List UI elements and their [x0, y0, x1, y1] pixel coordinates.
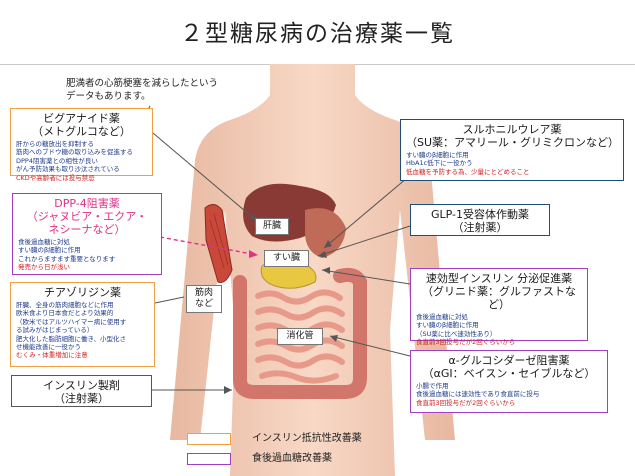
biguanide-box: ビグアナイド薬 （メトグルコなど） 肝からの糖放出を抑制する 筋肉へのブドウ糖の…: [10, 108, 153, 182]
legend-swatch-orange: [187, 433, 231, 445]
glinide-line: 食後過血糖に対処: [416, 313, 468, 321]
legend-label-postprandial: 食後過血糖改善薬: [252, 453, 332, 464]
thiazolidine-line: 肝臓、全身の筋肉細胞などに作用: [16, 301, 114, 309]
sulfonylurea-line: すい臓のβ細胞に作用: [406, 151, 469, 159]
thiazolidine-line: 欧米食より日本食だとより効果的: [16, 309, 114, 318]
note-text: 肥満者の心筋梗塞を減らしたという データもあります。: [66, 77, 218, 103]
stomach-shape: [305, 208, 346, 258]
agi-box: α-グルコシダーゼ阻害薬 （αGI：ベイスン・セイブルなど） 小腸で作用 食後過…: [410, 350, 608, 413]
dpp4-title-2: （ジャヌビア・エクア・: [26, 210, 148, 223]
thiazolidine-line: せ機能改善に一役かう: [16, 343, 81, 352]
agi-title-1: α-グルコシダーゼ阻害薬: [448, 354, 570, 367]
organ-label-muscle-line-1: 筋肉: [194, 288, 213, 298]
biguanide-title-1: ビグアナイド薬: [43, 112, 120, 125]
page-title: ２型糖尿病の治療薬一覧: [180, 21, 455, 47]
dpp4-box: DPP-4阻害薬 （ジャヌビア・エクア・ ネシーナなど） 食後過血糖に対処 すい…: [12, 193, 162, 275]
glp1-title-1: GLP-1受容体作動薬: [430, 208, 529, 221]
glp1-box: GLP-1受容体作動薬 （注射薬）: [410, 204, 550, 236]
biguanide-line: CKDや高齢者には投与禁忌: [16, 173, 95, 182]
thiazolidine-box: チアゾリジン薬 肝臓、全身の筋肉細胞などに作用 欧米食より日本食だとより効果的 …: [10, 282, 155, 367]
dpp4-title-3: ネシーナなど）: [48, 223, 126, 236]
insulin-title-1: インスリン製剤: [43, 379, 120, 392]
insulin-title-2: （注射薬）: [54, 392, 109, 405]
organ-label-muscle-line-2: など: [194, 299, 213, 309]
agi-line: 小腸で作用: [416, 382, 449, 390]
dpp4-line: 発売から日が浅い: [18, 263, 70, 272]
glp1-title-2: （注射薬）: [452, 221, 508, 234]
dpp4-line: すい臓のβ細胞に作用: [18, 246, 81, 255]
note-line-2: データもあります。: [66, 91, 151, 102]
legend-swatch-purple: [187, 453, 231, 465]
sulfonylurea-line: 低血糖を予防する為、少量にとどめること: [406, 167, 530, 176]
glinide-line: すい臓のβ細胞に作用: [416, 321, 479, 330]
arm-muscle: [204, 204, 233, 283]
glinide-box: 速効型インスリン 分泌促進薬 （グリニド薬：グルファストなど） 食後過血糖に対処…: [410, 268, 588, 346]
agi-title-2: （αGI：ベイスン・セイブルなど）: [422, 367, 596, 380]
glinide-title-1: 速効型インスリン 分泌促進薬: [425, 272, 573, 285]
thiazolidine-line: むくみ・体重増加に注意: [16, 351, 88, 360]
organ-label-muscle: 筋肉 など: [186, 285, 222, 313]
biguanide-line: 筋肉へのブドウ糖の取り込みを促進する: [16, 148, 133, 157]
insulin-box: インスリン製剤 （注射薬）: [11, 375, 152, 407]
agi-line: 食直前3回投与だが2回ぐらいから: [416, 398, 516, 407]
dpp4-line: 食後過血糖に対処: [18, 238, 70, 246]
organ-label-intestine: 消化管: [277, 328, 323, 345]
glinide-title-2: （グリニド薬：グルファストなど）: [422, 285, 576, 311]
biguanide-title-2: （メトグルコなど）: [32, 125, 131, 138]
organ-label-pancreas: すい臓: [264, 250, 309, 267]
biguanide-line: 肝からの糖放出を抑制する: [16, 140, 94, 148]
glinide-line: 食直前3回投与だが2回ぐらいから: [416, 338, 516, 347]
dpp4-title-1: DPP-4阻害薬: [54, 197, 120, 210]
sulfonylurea-title-1: スルホニルウレア薬: [462, 123, 562, 136]
thiazolidine-line: る試みがはじまっている）: [16, 326, 94, 335]
glinide-line: （SU薬に比べ速効性あり）: [416, 329, 497, 338]
note-line-1: 肥満者の心筋梗塞を減らしたという: [66, 78, 219, 89]
biguanide-line: がん予防効果も取り沙汰されている: [16, 165, 120, 174]
thiazolidine-line: （欧米ではアルツハイマー病に使用す: [16, 317, 127, 326]
thiazolidine-line: 肥大化した脂肪細胞に働き、小型化さ: [16, 334, 127, 343]
large-intestine-shape: [233, 267, 367, 399]
sulfonylurea-line: HbA1c低下に一役かう: [406, 159, 473, 168]
legend-label-insulin-resistance: インスリン抵抗性改善薬: [252, 433, 362, 444]
thiazolidine-title: チアゾリジン薬: [44, 286, 121, 299]
agi-line: 食後過血糖には速効性であり食直前に投与: [416, 390, 540, 399]
biguanide-line: DPP4阻害薬との相性が良い: [16, 156, 98, 165]
sulfonylurea-box: スルホニルウレア薬 （SU薬：アマリール・グリミクロンなど） すい臓のβ細胞に作…: [400, 119, 624, 181]
organ-label-liver: 肝臓: [255, 218, 289, 235]
dpp4-line: これからますます重要となります: [18, 254, 116, 263]
sulfonylurea-title-2: （SU薬：アマリール・グリミクロンなど）: [406, 136, 620, 149]
small-intestine-shape: [255, 289, 345, 384]
